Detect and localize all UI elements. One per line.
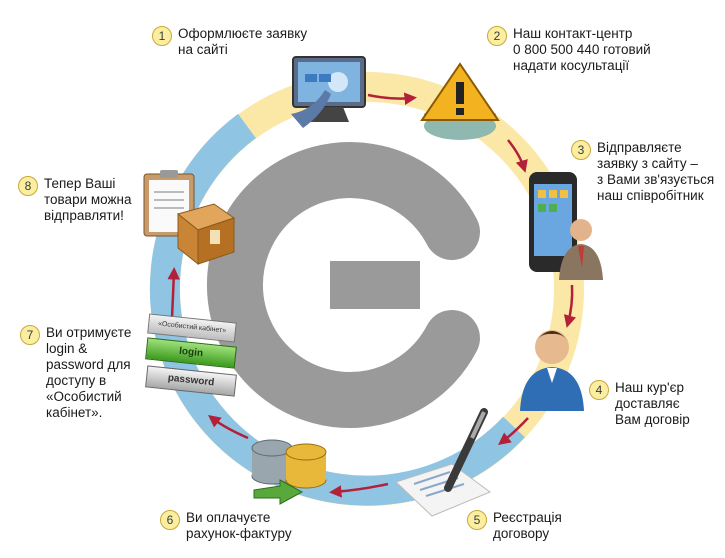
step-8: 8 Тепер Ваші товари можна відправляти! [18,176,132,224]
step-1-text: Оформлюєте заявку на сайті [178,26,307,58]
center-symbol-label: Є [0,0,1,1]
step-6-text: Ви оплачуєте рахунок-фактуру [186,510,292,542]
step-1: 1 Оформлюєте заявку на сайті [152,26,307,58]
step-7-text: Ви отримуєте login & password для доступ… [46,325,131,421]
clipboard-box-icon [138,168,238,268]
step-2: 2 Наш контакт-центр 0 800 500 440 готови… [487,26,651,74]
step-4: 4 Наш кур'єр доставляє Вам договір [589,380,690,428]
contract-pen-icon [392,408,494,518]
step-6-number: 6 [160,510,180,530]
password-label: password [167,373,215,389]
step-6: 6 Ви оплачуєте рахунок-фактуру [160,510,292,542]
cabinet-title: «Особистий кабінет» [158,320,227,334]
step-3-number: 3 [571,140,591,160]
password-field: password [145,365,237,396]
login-field: login [145,337,237,368]
coins-stack-icon [244,426,336,506]
step-4-number: 4 [589,380,609,400]
step-5-text: Реєстрація договору [493,510,562,542]
step-2-number: 2 [487,26,507,46]
login-form-icon: «Особистий кабінет» login password [144,318,240,414]
step-4-text: Наш кур'єр доставляє Вам договір [615,380,690,428]
step-3-text: Відправляєте заявку з сайту – з Вами зв'… [597,140,714,204]
step-7-number: 7 [20,325,40,345]
step-2-text: Наш контакт-центр 0 800 500 440 готовий … [513,26,651,74]
login-label: login [179,346,204,359]
monitor-touch-icon [283,52,373,137]
step-1-number: 1 [152,26,172,46]
step-5-number: 5 [467,510,487,530]
step-8-number: 8 [18,176,38,196]
courier-person-icon [518,323,586,413]
step-3: 3 Відправляєте заявку з сайту – з Вами з… [571,140,714,204]
step-8-text: Тепер Ваші товари можна відправляти! [44,176,132,224]
step-5: 5 Реєстрація договору [467,510,562,542]
step-7: 7 Ви отримуєте login & password для дост… [20,325,131,421]
